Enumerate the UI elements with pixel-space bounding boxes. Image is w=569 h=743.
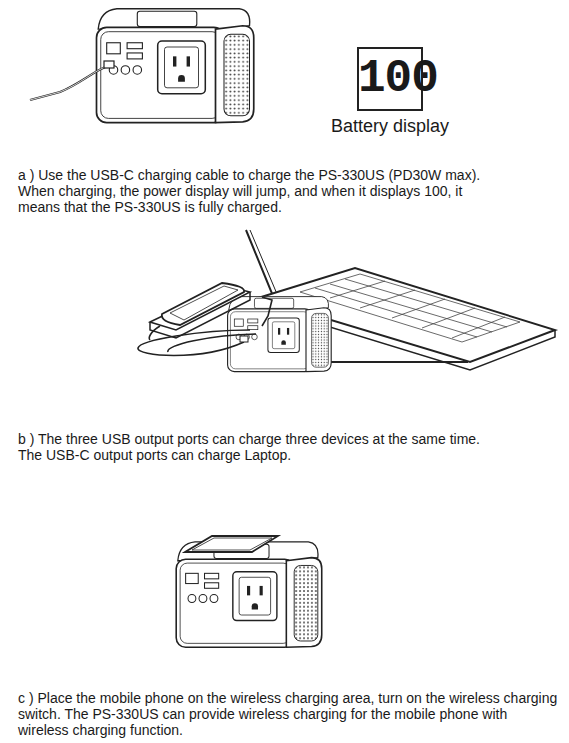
- instruction-text: The USB-C output ports can charge Laptop…: [18, 447, 563, 463]
- display-caption: Battery display: [331, 116, 449, 137]
- display-digits: 100: [358, 53, 422, 105]
- instruction-text: b ) The three USB output ports can charg…: [18, 431, 563, 447]
- instruction-text: a ) Use the USB-C charging cable to char…: [18, 167, 563, 183]
- battery-display: 100Battery display: [358, 48, 422, 110]
- instruction-text: c ) Place the mobile phone on the wirele…: [18, 690, 558, 738]
- instruction-text: When charging, the power display will ju…: [18, 183, 488, 215]
